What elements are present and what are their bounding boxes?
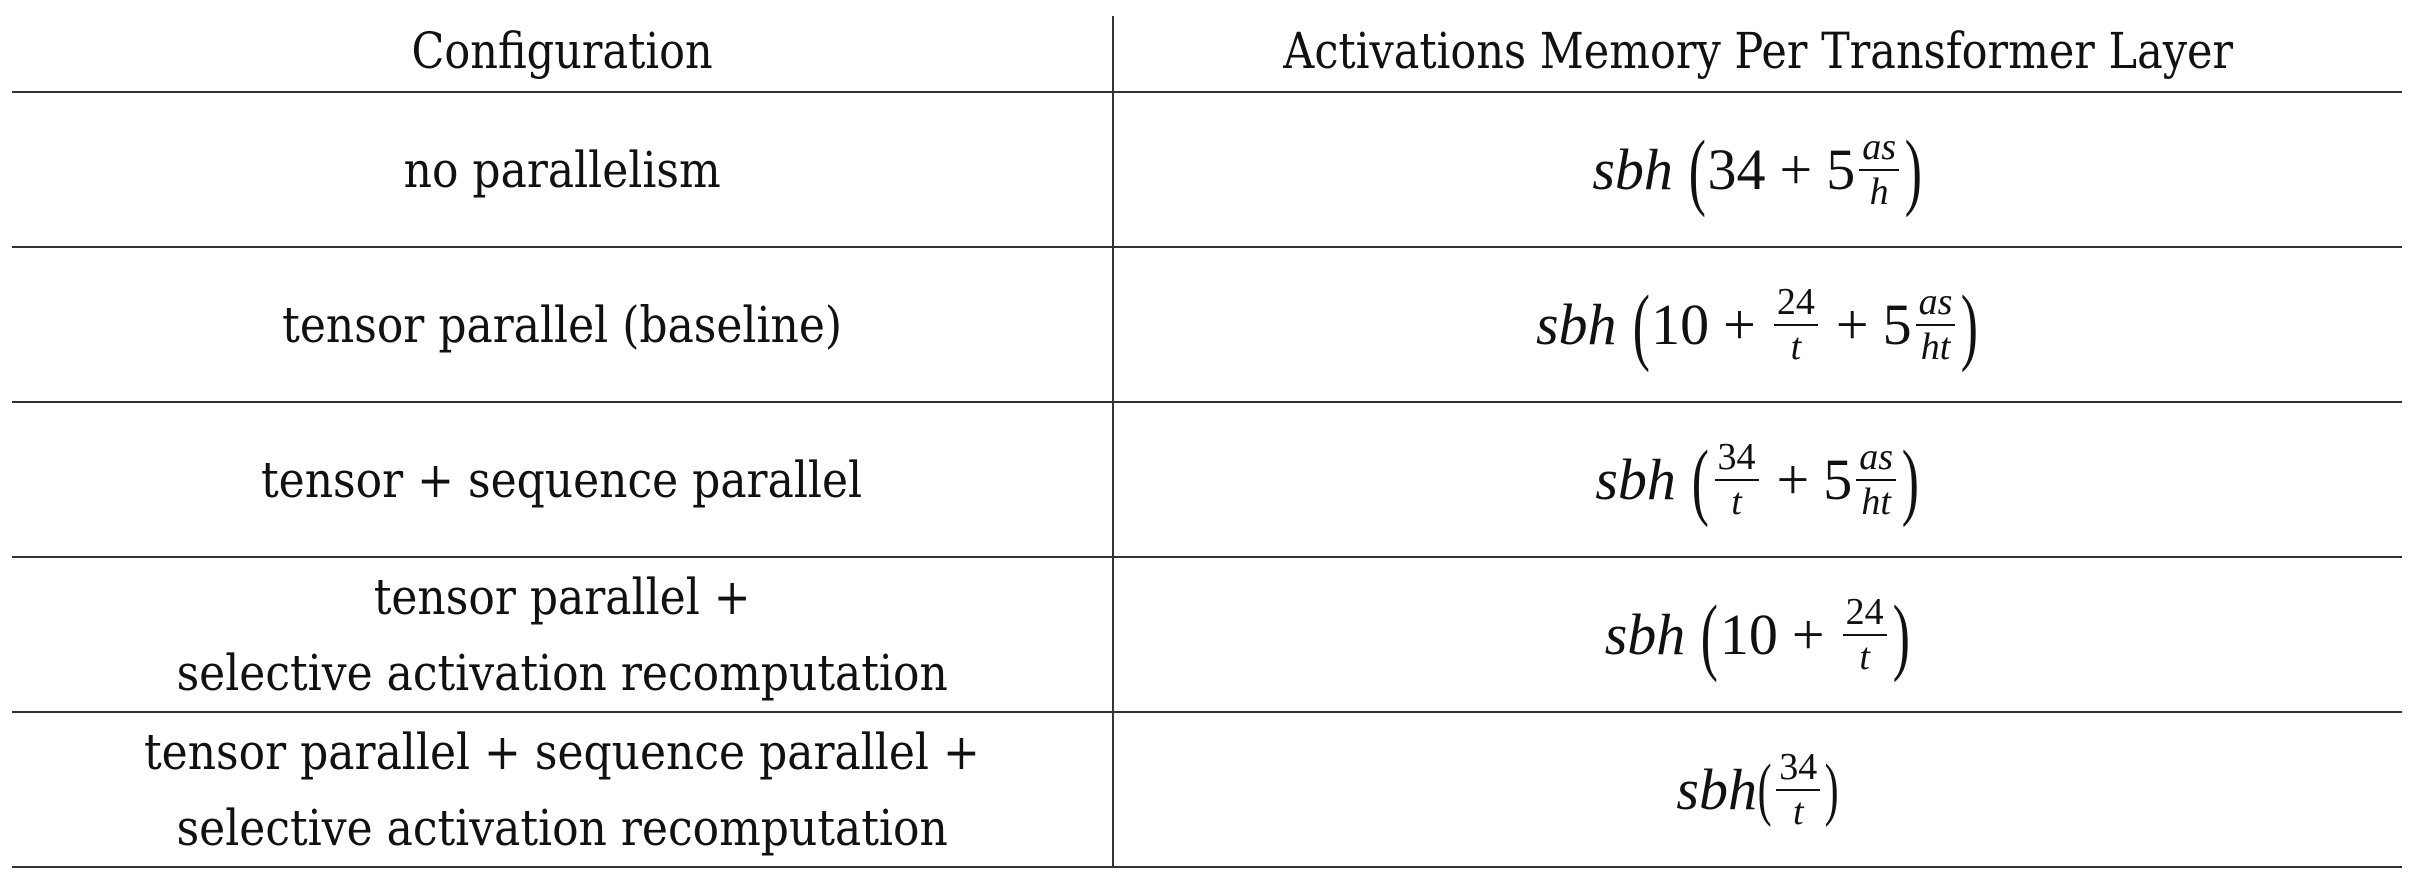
formula-fraction: as ht xyxy=(1856,438,1897,523)
table-row-0-memory: sbh ( 34 + 5 as h ) xyxy=(1114,93,2402,246)
configuration-line: tensor + sequence parallel xyxy=(261,450,863,509)
fraction-denominator: t xyxy=(1859,636,1870,678)
header-rule xyxy=(12,91,2402,93)
table-row-3-configuration: tensor parallel + selective activation r… xyxy=(12,558,1112,711)
memory-formula: sbh ( 34 + 5 as h ) xyxy=(1592,127,1923,213)
configuration-line: selective activation recomputation xyxy=(176,643,948,702)
memory-formula: sbh ( 10 + 24 t + 5 as ht ) xyxy=(1536,282,1980,368)
left-paren: ( xyxy=(1688,121,1706,218)
table-row-2-memory: sbh ( 34 t + 5 as ht ) xyxy=(1114,403,2402,556)
table-row-1-memory: sbh ( 10 + 24 t + 5 as ht ) xyxy=(1114,248,2402,401)
formula-term: 5 xyxy=(1823,447,1853,512)
fraction-numerator: 34 xyxy=(1714,438,1759,481)
memory-formula: sbh ( 10 + 24 t ) xyxy=(1605,592,1912,678)
table-row-4-memory: sbh ( 34 t ) xyxy=(1114,713,2402,866)
left-paren: ( xyxy=(1632,276,1650,373)
formula-fraction: 34 t xyxy=(1776,748,1821,833)
row-rule-3 xyxy=(12,556,2402,558)
formula-prefix: sbh xyxy=(1535,292,1617,357)
row-rule-4 xyxy=(12,711,2402,713)
fraction-numerator: as xyxy=(1856,438,1897,481)
configuration-line: tensor parallel (baseline) xyxy=(282,295,842,354)
formula-prefix: sbh xyxy=(1604,602,1686,667)
row-rule-1 xyxy=(12,246,2402,248)
fraction-numerator: as xyxy=(1915,283,1956,326)
configuration-line: tensor parallel + xyxy=(373,567,751,626)
formula-fraction: 24 t xyxy=(1842,593,1887,678)
table-row-0-configuration: no parallelism xyxy=(12,93,1112,246)
header-configuration: Configuration xyxy=(12,8,1112,93)
formula-term: 10 xyxy=(1719,602,1778,667)
configuration-line: tensor parallel + sequence parallel + xyxy=(144,722,980,781)
right-paren: ) xyxy=(1904,121,1922,218)
formula-term: 34 xyxy=(1707,137,1766,202)
formula-prefix: sbh xyxy=(1676,757,1757,822)
column-divider xyxy=(1112,16,1114,868)
formula-fraction: as ht xyxy=(1915,283,1956,368)
bottom-rule xyxy=(12,866,2402,868)
fraction-denominator: t xyxy=(1731,481,1742,523)
configuration-line: selective activation recomputation xyxy=(176,798,948,857)
formula-operator: + xyxy=(1791,602,1825,667)
fraction-numerator: 34 xyxy=(1776,748,1821,791)
table-row-3-memory: sbh ( 10 + 24 t ) xyxy=(1114,558,2402,711)
left-paren: ( xyxy=(1757,750,1772,828)
table-row-4-configuration: tensor parallel + sequence parallel + se… xyxy=(12,713,1112,866)
formula-prefix: sbh xyxy=(1595,447,1676,512)
header-memory-label: Activations Memory Per Transformer Layer xyxy=(1283,21,2233,80)
formula-operator: + xyxy=(1779,137,1813,202)
formula-operator: + xyxy=(1835,292,1869,357)
right-paren: ) xyxy=(1824,750,1839,828)
formula-term: 5 xyxy=(1882,292,1912,357)
row-rule-2 xyxy=(12,401,2402,403)
right-paren: ) xyxy=(1961,276,1979,373)
header-configuration-label: Configuration xyxy=(411,21,713,80)
right-paren: ) xyxy=(1892,586,1910,683)
fraction-denominator: h xyxy=(1869,171,1889,213)
left-paren: ( xyxy=(1701,586,1719,683)
fraction-numerator: as xyxy=(1859,128,1900,171)
activation-memory-table: Configuration Activations Memory Per Tra… xyxy=(12,0,2402,868)
fraction-denominator: t xyxy=(1790,326,1802,368)
fraction-denominator: ht xyxy=(1920,326,1951,368)
memory-formula: sbh ( 34 t + 5 as ht ) xyxy=(1595,437,1920,523)
formula-fraction: 24 t xyxy=(1773,283,1818,368)
formula-operator: + xyxy=(1776,447,1810,512)
right-paren: ) xyxy=(1901,431,1919,528)
configuration-line: no parallelism xyxy=(403,140,721,199)
formula-prefix: sbh xyxy=(1592,137,1673,202)
fraction-denominator: t xyxy=(1793,791,1804,833)
formula-term: 5 xyxy=(1826,137,1856,202)
formula-fraction: 34 t xyxy=(1714,438,1759,523)
fraction-numerator: 24 xyxy=(1842,593,1887,636)
formula-fraction: as h xyxy=(1859,128,1900,213)
fraction-denominator: ht xyxy=(1861,481,1891,523)
table-row-2-configuration: tensor + sequence parallel xyxy=(12,403,1112,556)
fraction-numerator: 24 xyxy=(1773,283,1818,326)
table-row-1-configuration: tensor parallel (baseline) xyxy=(12,248,1112,401)
memory-formula: sbh ( 34 t ) xyxy=(1676,748,1839,831)
formula-operator: + xyxy=(1723,292,1756,357)
header-memory: Activations Memory Per Transformer Layer xyxy=(1114,8,2402,93)
left-paren: ( xyxy=(1691,431,1709,528)
formula-term: 10 xyxy=(1651,292,1710,357)
